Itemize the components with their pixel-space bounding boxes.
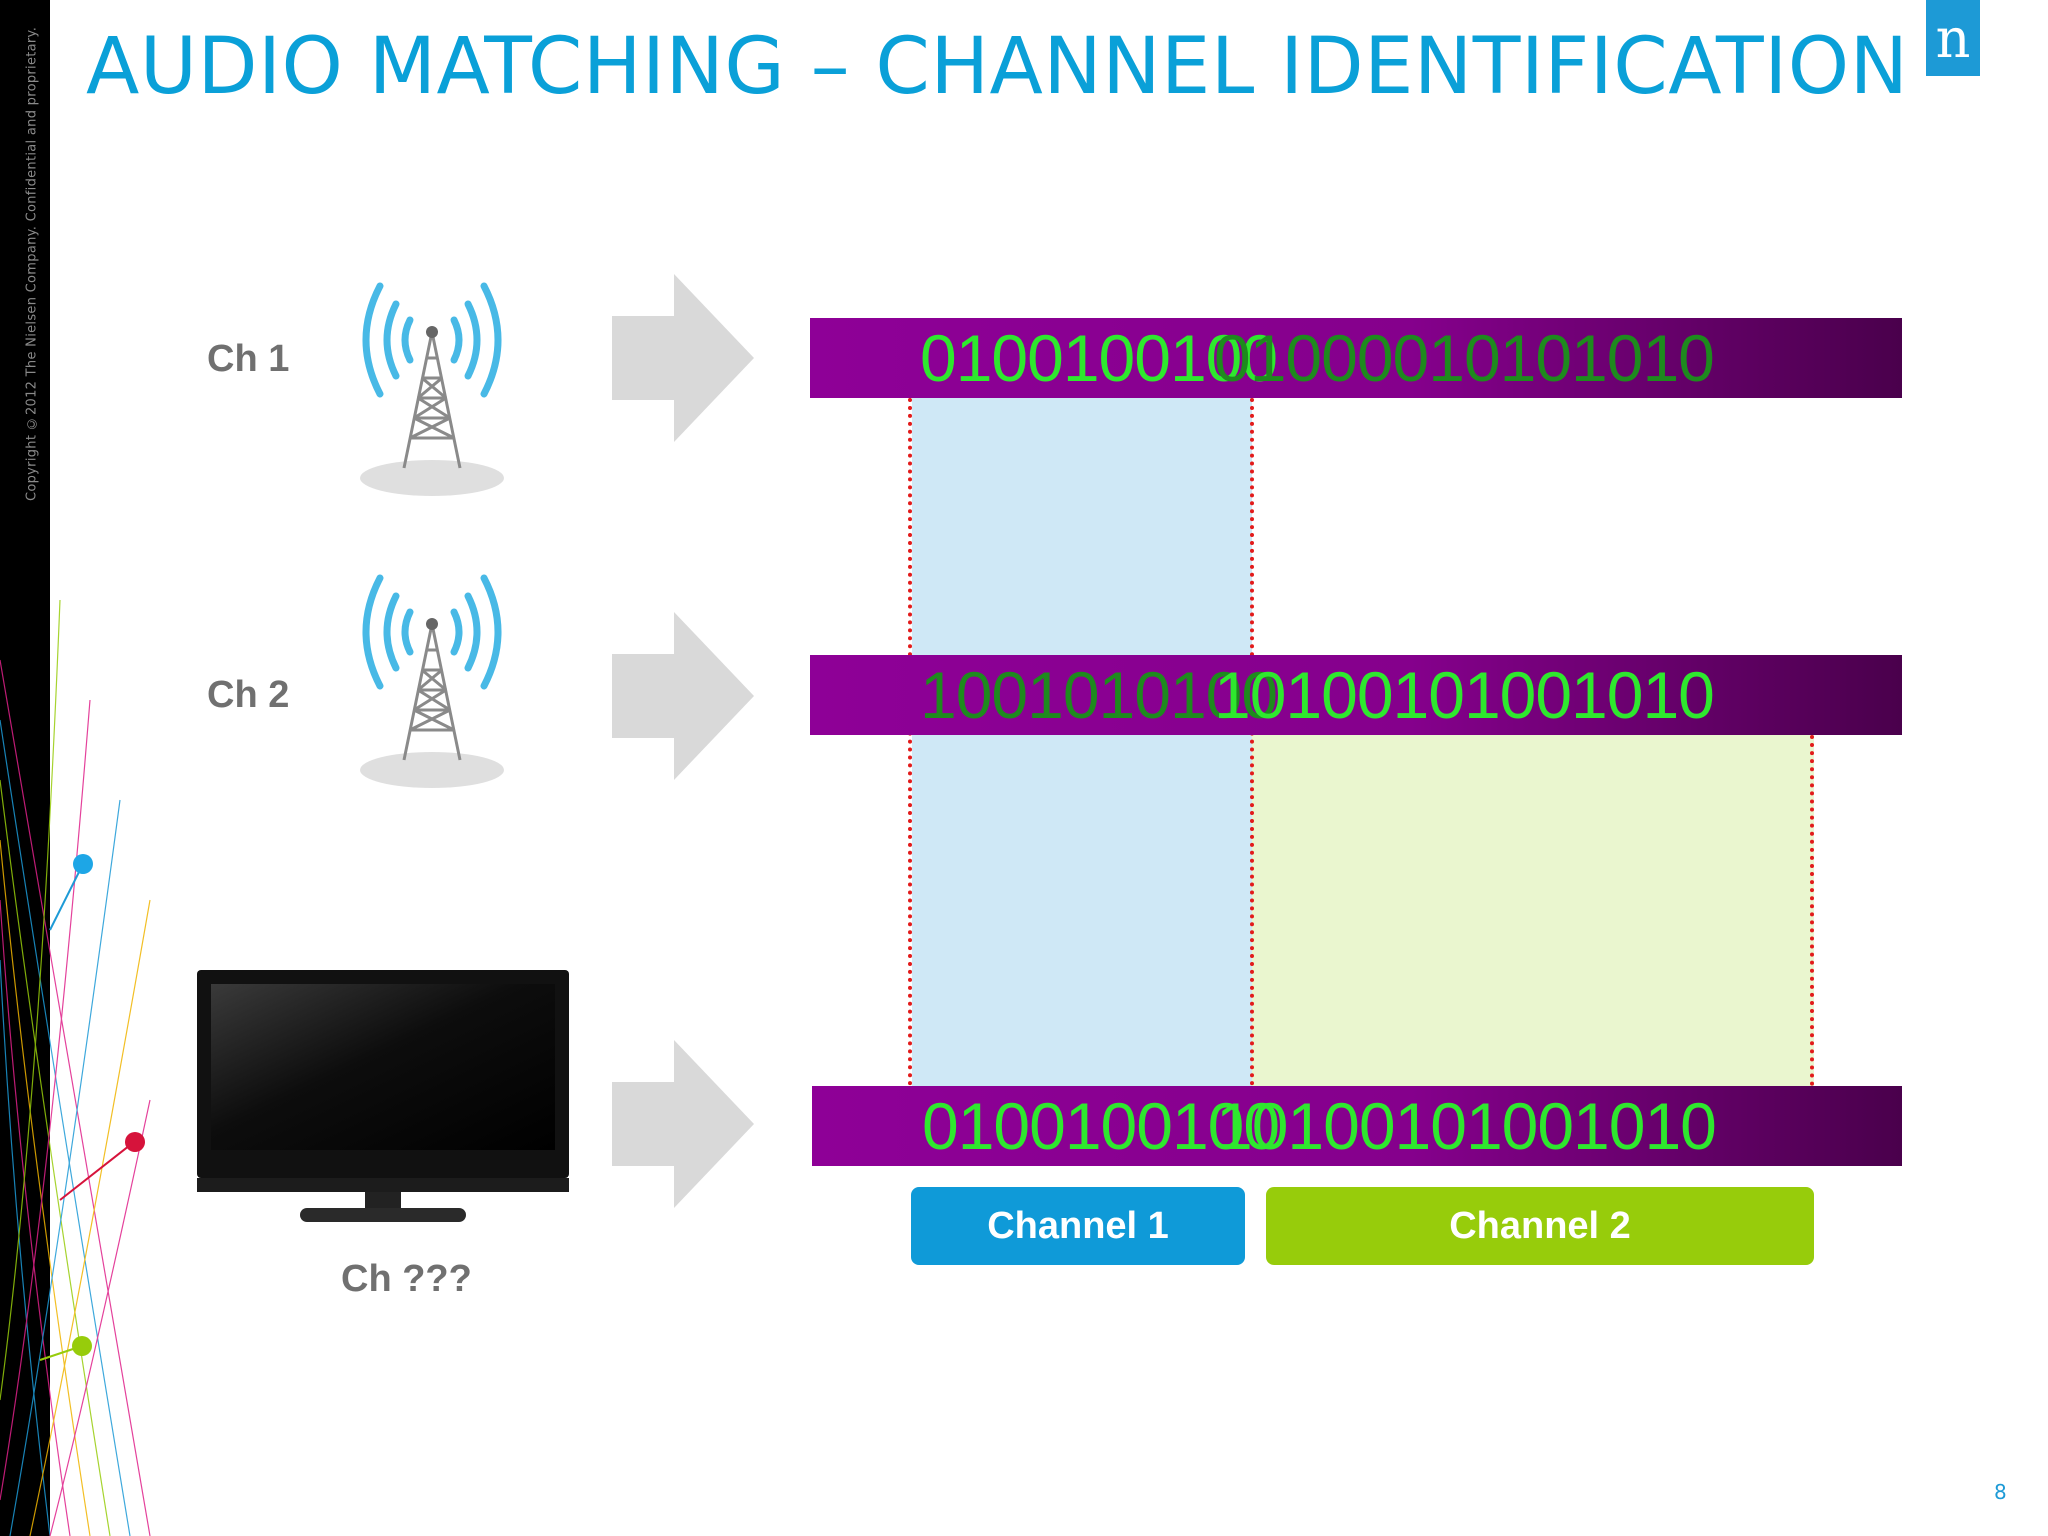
arrow-right-icon bbox=[612, 274, 754, 442]
channel2-label[interactable]: Channel 2 bbox=[1266, 1187, 1814, 1265]
bits-unknown-part2: 10100101001010 bbox=[1216, 1089, 1717, 1163]
slide-title: AUDIO MATCHING – CHANNEL IDENTIFICATION bbox=[86, 22, 1909, 112]
bitstream-bar-unknown: 0100100100 10100101001010 bbox=[812, 1086, 1902, 1166]
broadcast-tower-icon bbox=[360, 282, 504, 496]
bits-ch2-rest: 1001010100 bbox=[920, 658, 1278, 732]
segment-boundary-right bbox=[1810, 735, 1814, 1086]
arrow-right-icon bbox=[612, 612, 754, 780]
match-zone-channel1 bbox=[912, 398, 1252, 1086]
sidebar-strip bbox=[0, 0, 50, 1536]
bits-unknown-part1: 0100100100 bbox=[922, 1089, 1280, 1163]
bits-ch2-match: 10100101001010 bbox=[1214, 658, 1715, 732]
source-label-ch2: Ch 2 bbox=[207, 674, 290, 716]
arrow-right-icon bbox=[612, 1040, 754, 1208]
bitstream-bar-ch1: 0100100100 01000010101010 bbox=[810, 318, 1902, 398]
source-label-unknown: Ch ??? bbox=[341, 1258, 472, 1300]
nielsen-logo: n bbox=[1926, 0, 1980, 76]
bitstream-bar-ch2: 1001010100 10100101001010 bbox=[810, 655, 1902, 735]
segment-boundary-left bbox=[908, 398, 912, 1086]
channel1-label[interactable]: Channel 1 bbox=[911, 1187, 1245, 1265]
page-number: 8 bbox=[1994, 1480, 2007, 1504]
bits-ch1-rest: 01000010101010 bbox=[1214, 321, 1715, 395]
copyright-notice: Copyright ©2012 The Nielsen Company. Con… bbox=[24, 26, 40, 502]
source-label-ch1: Ch 1 bbox=[207, 338, 290, 380]
broadcast-tower-icon bbox=[360, 574, 504, 788]
television-icon bbox=[197, 970, 569, 1222]
match-zone-channel2 bbox=[1252, 735, 1814, 1086]
decorative-mesh bbox=[0, 600, 151, 1536]
bits-ch1-match: 0100100100 bbox=[920, 321, 1278, 395]
segment-boundary-middle bbox=[1250, 398, 1254, 1086]
